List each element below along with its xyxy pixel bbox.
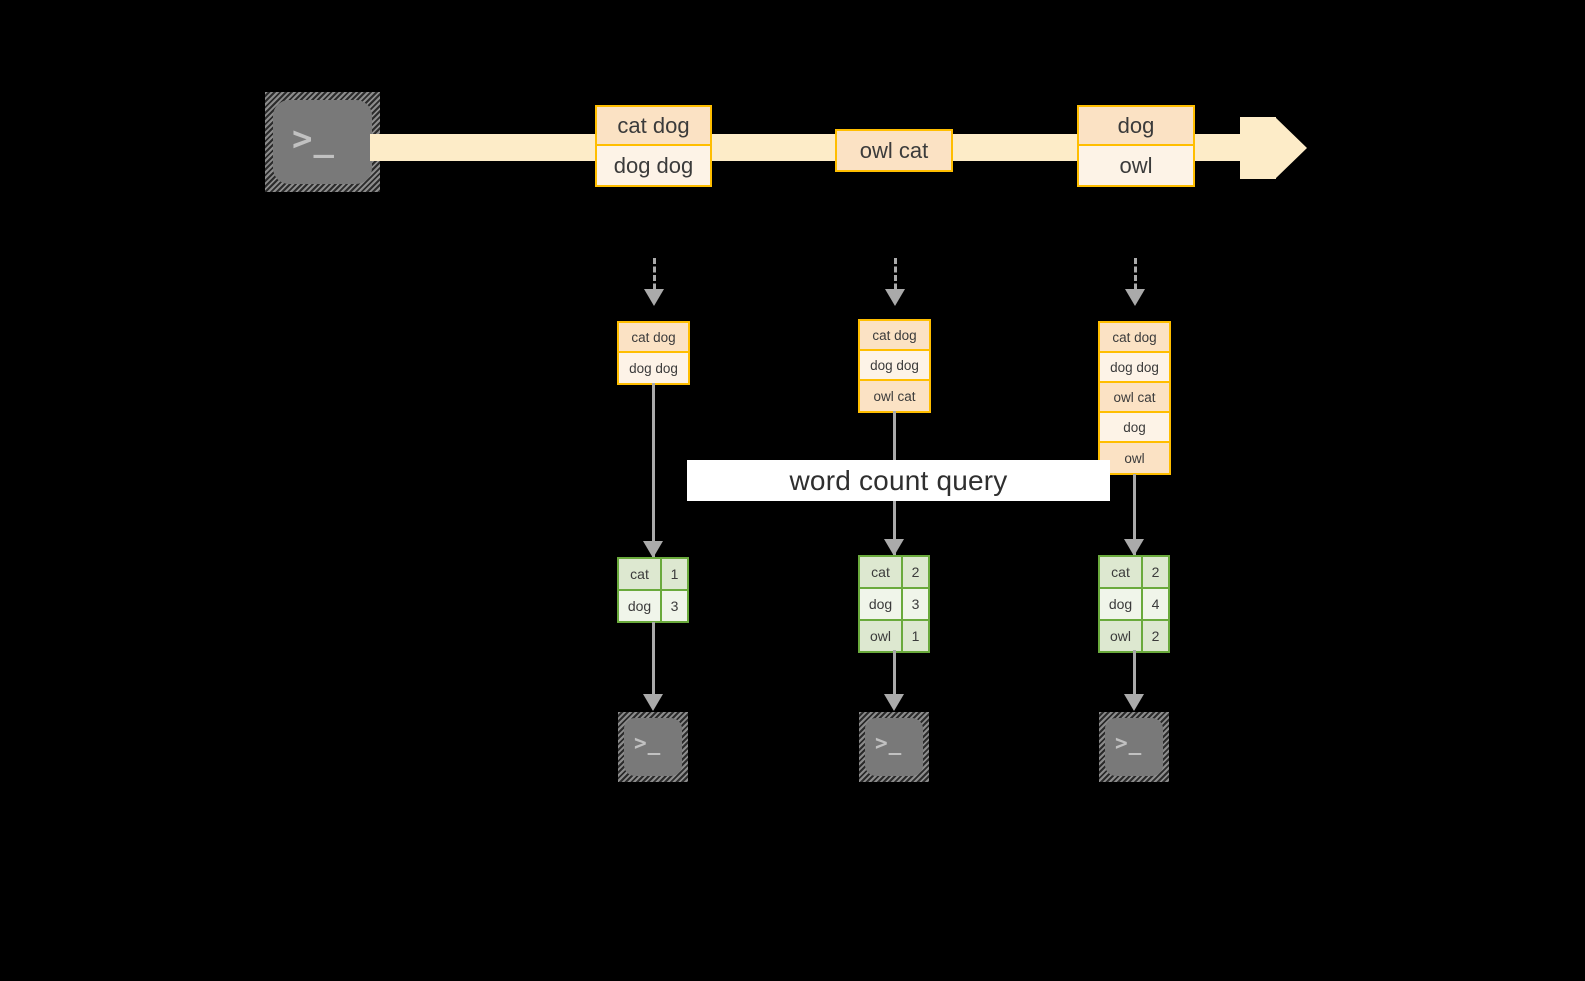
- sink-terminal-icon-2: >_: [859, 712, 929, 782]
- sink-connector-arrow-2-icon: [884, 694, 904, 711]
- buffer-line: dog dog: [1100, 353, 1169, 383]
- sink-connector-2: [893, 650, 896, 697]
- table-row: cat 1: [619, 559, 687, 591]
- stream-event-3: dog owl: [1077, 105, 1195, 187]
- buffer-line: dog dog: [619, 353, 688, 383]
- stream-arrow-head-icon: [1275, 117, 1307, 179]
- tap-connector-arrow-3-icon: [1125, 289, 1145, 306]
- result-table-1: cat 1 dog 3: [617, 557, 689, 623]
- result-word: dog: [1100, 589, 1143, 619]
- sink-connector-3: [1133, 650, 1136, 697]
- query-connector-arrow-1-icon: [643, 541, 663, 558]
- tap-connector-arrow-2-icon: [885, 289, 905, 306]
- stream-event-line: dog: [1079, 107, 1193, 146]
- result-count: 3: [662, 591, 687, 621]
- buffer-snapshot-3: cat dog dog dog owl cat dog owl: [1098, 321, 1171, 475]
- buffer-line: cat dog: [1100, 323, 1169, 353]
- tap-connector-arrow-1-icon: [644, 289, 664, 306]
- result-word: cat: [619, 559, 662, 589]
- buffer-line: owl cat: [860, 381, 929, 411]
- result-table-2: cat 2 dog 3 owl 1: [858, 555, 930, 653]
- table-row: dog 3: [619, 591, 687, 621]
- sink-terminal-icon-1: >_: [618, 712, 688, 782]
- result-table-3: cat 2 dog 4 owl 2: [1098, 555, 1170, 653]
- terminal-screen: >_: [273, 100, 372, 184]
- result-word: owl: [860, 621, 903, 651]
- terminal-prompt-glyph: >_: [875, 731, 903, 755]
- table-row: cat 2: [1100, 557, 1168, 589]
- tap-connector-1: [653, 258, 656, 298]
- result-count: 4: [1143, 589, 1168, 619]
- stream-event-1: cat dog dog dog: [595, 105, 712, 187]
- stream-event-2: owl cat: [835, 129, 953, 172]
- sink-terminal-icon-3: >_: [1099, 712, 1169, 782]
- stream-event-line: owl cat: [837, 131, 951, 170]
- tap-connector-3: [1134, 258, 1137, 298]
- result-word: cat: [860, 557, 903, 587]
- stream-event-line: cat dog: [597, 107, 710, 146]
- sink-connector-arrow-3-icon: [1124, 694, 1144, 711]
- result-word: owl: [1100, 621, 1143, 651]
- table-row: owl 1: [860, 621, 928, 651]
- result-word: dog: [860, 589, 903, 619]
- buffer-line: cat dog: [619, 323, 688, 353]
- source-terminal-icon: >_: [265, 92, 380, 192]
- buffer-line: owl cat: [1100, 383, 1169, 413]
- table-row: owl 2: [1100, 621, 1168, 651]
- query-label-text: word count query: [789, 464, 1008, 496]
- result-count: 1: [903, 621, 928, 651]
- sink-connector-arrow-1-icon: [643, 694, 663, 711]
- terminal-prompt-glyph: >_: [1115, 731, 1143, 755]
- result-count: 3: [903, 589, 928, 619]
- query-connector-arrow-2-icon: [884, 539, 904, 556]
- table-row: cat 2: [860, 557, 928, 589]
- buffer-line: owl: [1100, 443, 1169, 473]
- table-row: dog 4: [1100, 589, 1168, 621]
- buffer-snapshot-2: cat dog dog dog owl cat: [858, 319, 931, 413]
- sink-connector-1: [652, 622, 655, 697]
- stream-arrow-base: [1240, 117, 1276, 179]
- terminal-screen: >_: [1105, 718, 1163, 776]
- terminal-prompt-glyph: >_: [634, 731, 662, 755]
- terminal-screen: >_: [865, 718, 923, 776]
- query-connector-arrow-3-icon: [1124, 539, 1144, 556]
- buffer-line: cat dog: [860, 321, 929, 351]
- query-label-band: word count query: [687, 460, 1110, 501]
- stream-event-line: owl: [1079, 146, 1193, 185]
- buffer-line: dog: [1100, 413, 1169, 443]
- table-row: dog 3: [860, 589, 928, 621]
- result-word: dog: [619, 591, 662, 621]
- terminal-screen: >_: [624, 718, 682, 776]
- tap-connector-2: [894, 258, 897, 298]
- terminal-prompt-glyph: >_: [292, 119, 335, 159]
- stream-event-line: dog dog: [597, 146, 710, 185]
- result-count: 2: [1143, 557, 1168, 587]
- buffer-snapshot-1: cat dog dog dog: [617, 321, 690, 385]
- query-connector-3: [1133, 474, 1136, 558]
- query-connector-1: [652, 383, 655, 558]
- result-count: 2: [1143, 621, 1168, 651]
- result-word: cat: [1100, 557, 1143, 587]
- result-count: 1: [662, 559, 687, 589]
- buffer-line: dog dog: [860, 351, 929, 381]
- result-count: 2: [903, 557, 928, 587]
